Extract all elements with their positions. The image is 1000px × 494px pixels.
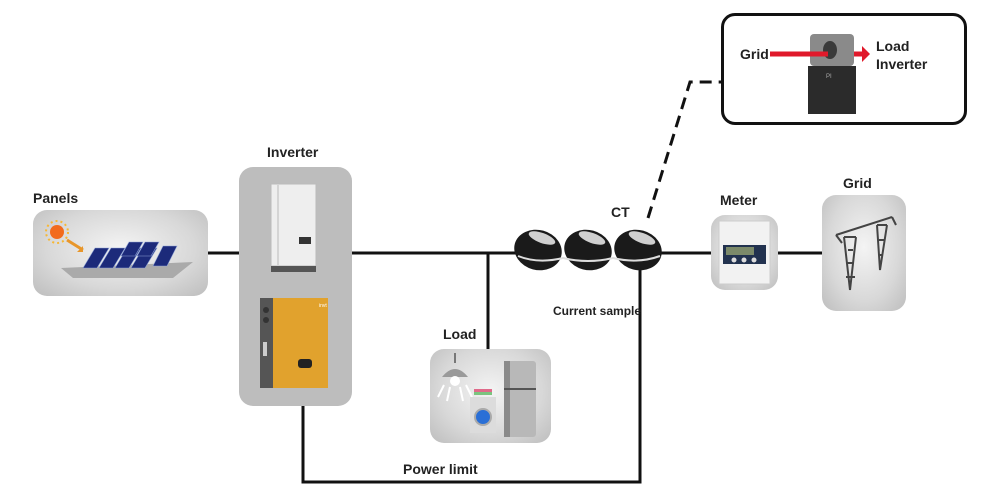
svg-text:PI: PI — [826, 74, 832, 80]
power-limit-label: Power limit — [403, 461, 478, 477]
grid-label: Grid — [843, 175, 872, 191]
ct-clamp-icon-1 — [514, 229, 562, 271]
ct-callout-box: Grid PI Load Inverter — [721, 13, 967, 125]
split-core-ct-icon: PI — [770, 34, 870, 114]
current-sample-label: Current sample — [553, 304, 642, 318]
meter-label: Meter — [720, 192, 758, 208]
load-label: Load — [443, 326, 477, 342]
flow-arrow-icon — [862, 46, 870, 62]
panels-label: Panels — [33, 190, 79, 206]
ct-clamp-icon-2 — [564, 229, 612, 271]
inverter-label: Inverter — [267, 144, 319, 160]
ct-clamp-icon-3 — [614, 229, 662, 271]
load-card — [430, 349, 551, 443]
callout-load-label: Load — [876, 38, 910, 54]
washing-machine-icon — [470, 389, 496, 433]
ct-label: CT — [611, 204, 630, 220]
callout-grid-label: Grid — [740, 46, 769, 62]
wire-power-limit-loop — [301, 262, 642, 484]
household-appliances-icon — [437, 353, 536, 437]
hybrid-inverter-icon: invt — [260, 298, 328, 388]
panels-card — [33, 210, 208, 296]
string-inverter-icon — [270, 183, 317, 272]
power-pylon-icon — [835, 216, 897, 291]
ct-callout-leader — [646, 80, 722, 219]
grid-card — [822, 195, 906, 311]
solar-panels-icon — [45, 220, 193, 278]
ceiling-lamp-icon — [437, 353, 473, 402]
energy-meter-icon — [718, 220, 771, 285]
ct-sensors — [514, 229, 662, 271]
callout-inverter-label: Inverter — [876, 56, 928, 72]
inverter-card: invt — [239, 167, 352, 406]
refrigerator-icon — [504, 361, 536, 437]
svg-text:invt: invt — [319, 303, 327, 309]
meter-card — [711, 215, 778, 290]
